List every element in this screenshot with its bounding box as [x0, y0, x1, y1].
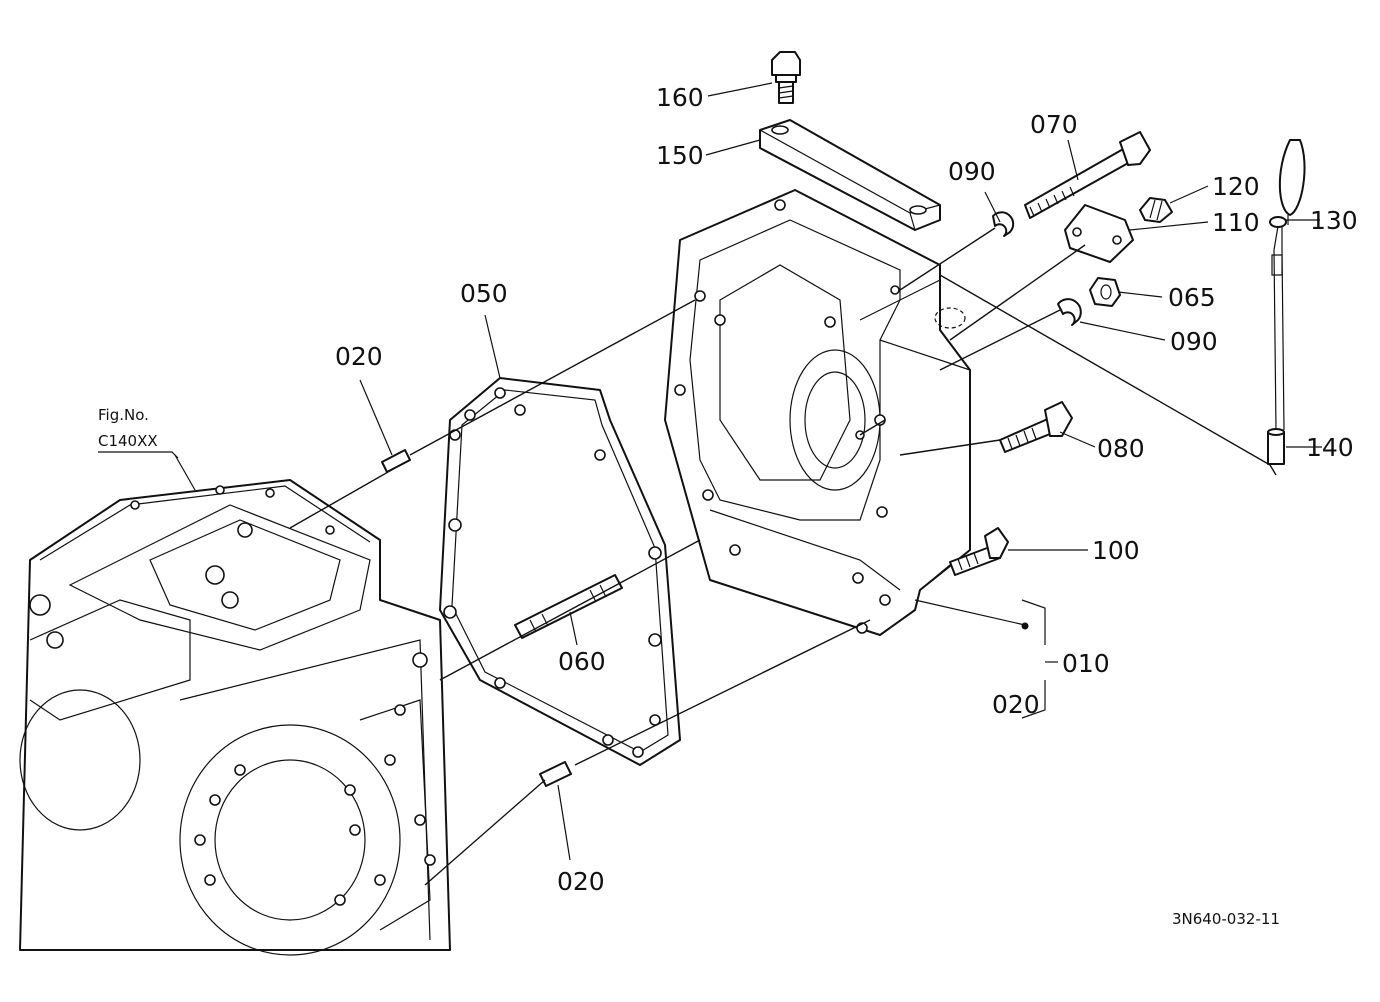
callout-020: 020 — [992, 690, 1040, 719]
dipstick-130 — [1269, 139, 1306, 431]
housing-010 — [664, 189, 971, 636]
callout-130: 130 — [1310, 206, 1358, 235]
callout-070: 070 — [1030, 110, 1078, 139]
dowel-pin-020-lower — [539, 761, 572, 787]
callout-090: 090 — [948, 157, 996, 186]
bolt-080 — [999, 401, 1073, 453]
callout-150: 150 — [656, 141, 704, 170]
callout-080: 080 — [1097, 434, 1145, 463]
callout-020: 020 — [557, 867, 605, 896]
callout-160: 160 — [656, 83, 704, 112]
dowel-pin-020-upper — [381, 449, 411, 473]
transmission-case — [19, 479, 451, 956]
callout-010: 010 — [1062, 649, 1110, 678]
stud-060 — [514, 574, 623, 639]
figure-ref-underline — [98, 451, 179, 459]
plate-150 — [759, 119, 941, 231]
plug-120 — [1139, 197, 1173, 223]
callout-120: 120 — [1212, 172, 1260, 201]
assembly-bracket — [1021, 599, 1058, 719]
assembly-lines — [289, 227, 1277, 886]
nut-065 — [1089, 277, 1121, 307]
leader-lines — [174, 82, 1322, 861]
bolt-160 — [771, 51, 801, 104]
callout-020: 020 — [335, 342, 383, 371]
callout-100: 100 — [1092, 536, 1140, 565]
tube-140 — [1267, 428, 1285, 465]
washer-090-upper — [992, 211, 1015, 237]
washer-090-lower — [1057, 298, 1082, 326]
callout-060: 060 — [558, 647, 606, 676]
bolt-070 — [1024, 131, 1151, 219]
callout-050: 050 — [460, 279, 508, 308]
gasket-050 — [439, 377, 681, 766]
figure-ref-line1: Fig.No. — [98, 406, 149, 424]
callout-090: 090 — [1170, 327, 1218, 356]
callout-140: 140 — [1306, 433, 1354, 462]
callout-065: 065 — [1168, 283, 1216, 312]
figure-ref-line2: C140XX — [98, 432, 158, 450]
cover-110 — [1064, 204, 1134, 263]
callout-110: 110 — [1212, 208, 1260, 237]
bolt-100 — [949, 527, 1009, 576]
drawing-number: 3N640-032-11 — [1172, 910, 1280, 928]
